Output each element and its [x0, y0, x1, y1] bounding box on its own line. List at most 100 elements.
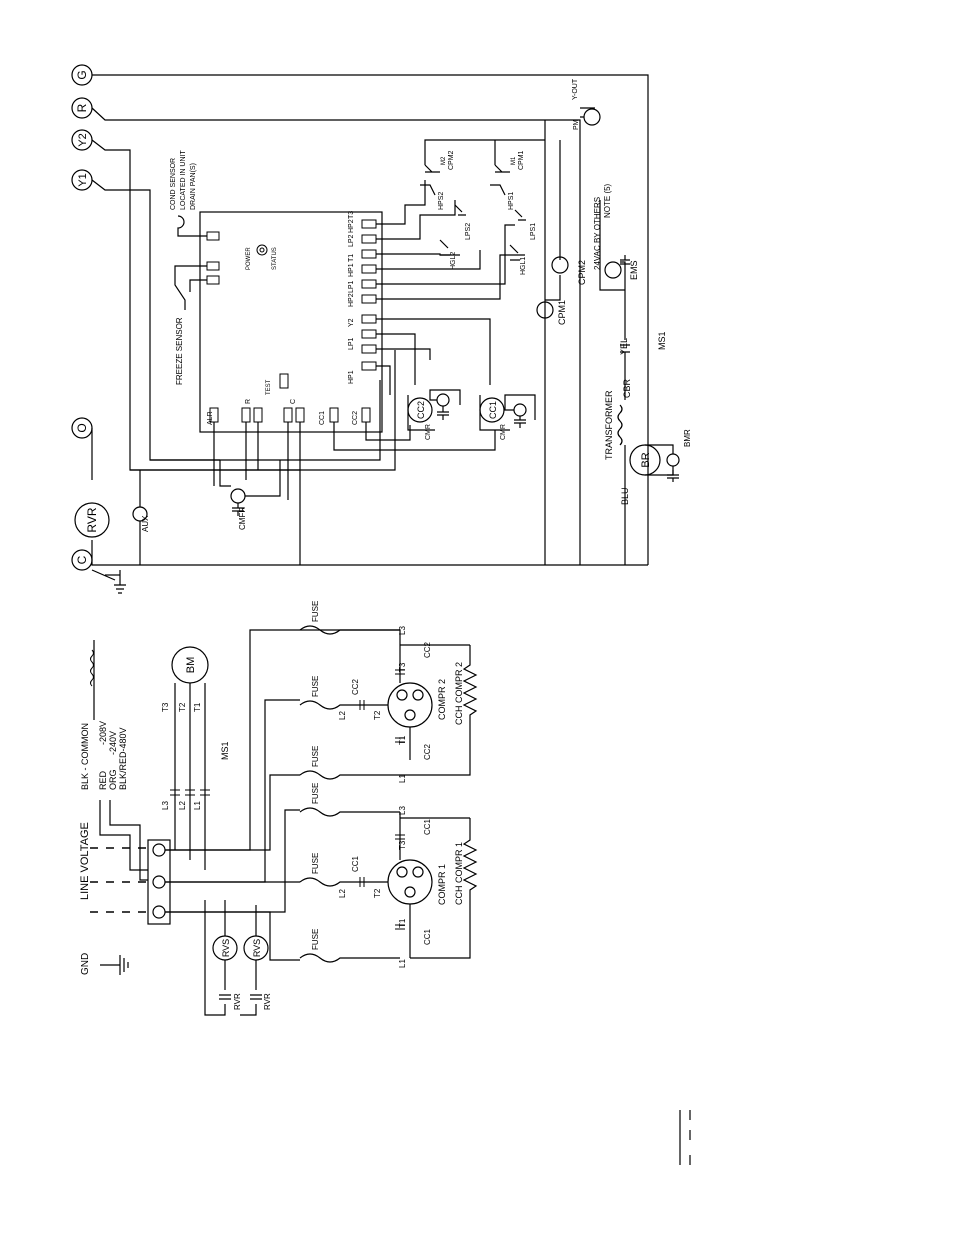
hps1-label: HPS1 [508, 192, 515, 210]
board-cc1: CC1 [319, 411, 326, 425]
hgl1-label: HGL1 [520, 257, 527, 275]
bm-motor: BM MS1 T3 T2 T1 L3 L2 L1 [161, 646, 230, 870]
note-5: NOTE (5) [603, 183, 612, 218]
terminal-Y2: Y2 [71, 129, 93, 151]
terminal-C-label: C [75, 555, 89, 564]
cc2-mid-label: CC2 [351, 678, 360, 695]
compressor-1: COMPR 1 CCH COMPR 1 CC1 CC1 CC1 L3 T3 T2… [338, 806, 478, 968]
freeze-sensor-label: FREEZE SENSOR [175, 317, 184, 385]
fuse-1: FUSE [299, 601, 400, 635]
board-test-label: TEST [266, 379, 272, 395]
compressor-2: COMPR 2 CCH COMPR 2 CC2 CC2 CC2 L3 T3 T2… [338, 626, 478, 783]
board-term-hp1: HP1 [348, 370, 355, 384]
cond-sensor-label-1: COND SENSOR [170, 158, 177, 210]
yel-label: YEL [619, 338, 629, 355]
rvs-1-label: RVS [221, 939, 231, 957]
cpm1-label-top: CPM1 [518, 150, 525, 170]
br-coil: BR BMR [629, 429, 692, 482]
board-term-y2: Y2 [348, 318, 355, 327]
cmfr-capacitor: CMFR [219, 460, 281, 530]
lps1-switch: LPS1 [514, 209, 537, 240]
ms1-label-ctrl: MS1 [657, 331, 667, 350]
terminal-C: C [71, 549, 93, 571]
cch2-label: CCH COMPR 2 [454, 662, 464, 725]
v208-label: -208V [98, 721, 108, 745]
m1-label: M1 [511, 156, 517, 165]
fuse-1-label: FUSE [311, 601, 320, 622]
rvs-1: RVS RVR [204, 900, 242, 1016]
fuse-3-label: FUSE [311, 746, 320, 767]
board-term-lp1: LP1 [348, 337, 355, 350]
cbr-label: CBR [622, 378, 632, 398]
ms1-contact: YEL MS1 [619, 295, 667, 400]
compr2-t2: T2 [373, 710, 382, 720]
lps2-switch: LPS2 [454, 204, 472, 240]
hgl1-switch: HGL1 [509, 244, 527, 275]
pm-label: PM [573, 119, 580, 130]
ms1-label-line: MS1 [220, 741, 230, 760]
cc2-bot-label: CC2 [423, 743, 432, 760]
br-label: BR [640, 452, 652, 467]
fuse-2: FUSE [299, 676, 345, 710]
fuse-6: FUSE [299, 929, 400, 963]
compr2-l2: L2 [338, 711, 347, 720]
transformer: TRANSFORMER CBR BLU [604, 378, 632, 565]
line-voltage-circuit: GND LINE VOLTAGE BLK - COMMON RED -208V … [79, 601, 478, 1016]
hgl2-switch: HGL2 [439, 239, 457, 270]
cmr-label-1: CMR [500, 424, 507, 440]
rvr-coil: RVR [74, 502, 110, 538]
terminal-O: O [71, 417, 93, 439]
control-board: POWER STATUS TEST HP1 LP1 Y2 HP2 LP1 HP1 [199, 211, 383, 433]
cc1-coil-label: CC1 [488, 401, 498, 419]
cmr-label-2: CMR [425, 424, 432, 440]
compr2-l3: L3 [398, 626, 407, 635]
terminal-G: G [71, 64, 93, 86]
compr1-l2: L2 [338, 889, 347, 898]
gnd-label: GND [80, 953, 91, 975]
rvs-2: RVS RVR [240, 905, 272, 1016]
cc2-top-label: CC2 [423, 641, 432, 658]
bm-label: BM [185, 657, 197, 674]
board-alr: ALR [207, 411, 214, 425]
cch1-label: CCH COMPR 1 [454, 842, 464, 905]
rvr-1-label: RVR [233, 993, 242, 1010]
control-circuit: G R Y2 Y1 O C [71, 64, 692, 594]
board-r: R [245, 399, 252, 404]
blk-red-label: BLK/RED-480V [118, 727, 128, 790]
pm-y-out: PM Y-OUT [572, 78, 601, 130]
cpm2-label-top: CPM2 [448, 150, 455, 170]
hps2-switch: M2 CPM2 HPS2 [420, 150, 455, 210]
fuse-5: FUSE [299, 853, 345, 887]
rvr-2-label: RVR [263, 993, 272, 1010]
board-term-lp1b: LP1 [348, 280, 355, 293]
bm-l3: L3 [161, 801, 170, 810]
bm-t1: T1 [193, 702, 202, 712]
terminal-G-label: G [75, 70, 89, 79]
transformer-label: TRANSFORMER [604, 390, 614, 460]
board-status-label: STATUS [272, 247, 278, 270]
cc1-top-label: CC1 [423, 818, 432, 835]
board-term-hp1b: HP1 [348, 263, 355, 277]
board-term-hp2b: HP2 [348, 219, 355, 233]
aux-coil: AUX [132, 470, 150, 565]
bm-l1: L1 [193, 801, 202, 810]
cpm2-label: CPM2 [577, 260, 587, 285]
bm-t2: T2 [178, 702, 187, 712]
cc2-coil: CC2 CMR [407, 389, 461, 440]
lps1-label: LPS1 [530, 223, 537, 240]
compr1-l1: L1 [398, 959, 407, 968]
board-term-hp2: HP2 [348, 293, 355, 307]
compr1-t3: T3 [398, 840, 407, 850]
blk-common-label: BLK - COMMON [80, 723, 90, 790]
compr1-l3: L3 [398, 806, 407, 815]
cpm2: CPM2 [551, 256, 587, 285]
terminal-Y1: Y1 [71, 169, 93, 191]
hps1-switch: M1 CPM1 HPS1 [490, 150, 525, 210]
board-cc2: CC2 [352, 411, 359, 425]
bm-l2: L2 [178, 801, 187, 810]
y-out-label: Y-OUT [572, 78, 579, 100]
cpm1: CPM1 [536, 300, 567, 325]
ems-coil: EMS 24VAC BY OTHERS NOTE (5) [593, 183, 639, 295]
hps2-label: HPS2 [438, 192, 445, 210]
board-term-t3: T3 [348, 211, 355, 219]
